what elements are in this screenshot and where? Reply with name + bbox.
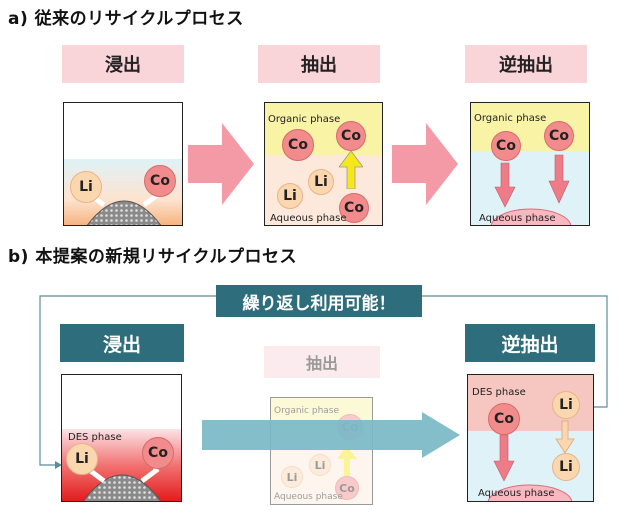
process-arrow-a2 (392, 123, 458, 205)
li-ion: Li (309, 454, 331, 476)
label-strip-a: 逆抽出 (465, 45, 587, 83)
li-ion: Li (70, 171, 102, 203)
co-ion: Co (142, 437, 174, 469)
beaker-strip-b: DES phase Co Li Li Aqueous phase (467, 374, 594, 502)
co-ion: Co (335, 476, 359, 500)
beaker-leach-a: Li Co (63, 102, 183, 226)
co-ion: Co (544, 121, 574, 151)
aqueous-phase-label: Aqueous phase (478, 488, 555, 499)
particle-graphic (82, 465, 162, 501)
des-phase-label: DES phase (68, 432, 122, 443)
li-ion: Li (281, 466, 303, 488)
aqueous-phase-label: Aqueous phase (270, 213, 347, 224)
aqueous-phase-label: Aqueous phase (274, 492, 343, 502)
co-ion: Co (144, 165, 176, 197)
skip-arrow (202, 412, 460, 458)
label-extract-a: 抽出 (258, 45, 380, 83)
li-ion: Li (277, 183, 303, 209)
transfer-arrows-graphic (487, 420, 575, 501)
organic-phase-label: Organic phase (274, 406, 340, 416)
section-b-title: b) 本提案の新規リサイクルプロセス (8, 247, 298, 267)
label-leach-a: 浸出 (62, 45, 184, 83)
process-arrow-a1 (188, 123, 254, 205)
label-strip-b: 逆抽出 (465, 324, 595, 362)
beaker-extract-a: Organic phase Co Co Li Li Co Aqueous pha… (264, 102, 383, 226)
up-arrow-icon (339, 151, 363, 189)
li-ion: Li (308, 169, 334, 195)
beaker-strip-a: Organic phase Co Co Aqueous phase (470, 102, 590, 226)
co-ion: Co (491, 131, 521, 161)
reuse-banner: 繰り返し利用可能！ (216, 285, 422, 317)
li-ion: Li (552, 391, 580, 419)
section-a-title: a) 従来のリサイクルプロセス (8, 9, 244, 29)
beaker-leach-b: DES phase Li Co (61, 374, 182, 502)
label-extract-b: 抽出 (264, 346, 380, 378)
co-ion: Co (336, 121, 366, 151)
label-leach-b: 浸出 (60, 324, 184, 362)
li-ion: Li (66, 443, 98, 475)
co-ion: Co (282, 129, 314, 161)
co-ion: Co (339, 193, 369, 223)
aqueous-phase-label: Aqueous phase (479, 213, 556, 224)
organic-phase-label: Organic phase (474, 113, 547, 124)
up-arrow-icon (337, 446, 357, 476)
li-ion: Li (552, 453, 580, 481)
down-arrows-graphic (490, 154, 572, 225)
co-ion: Co (488, 403, 520, 435)
des-phase-label: DES phase (472, 387, 526, 398)
organic-phase-label: Organic phase (268, 114, 341, 125)
